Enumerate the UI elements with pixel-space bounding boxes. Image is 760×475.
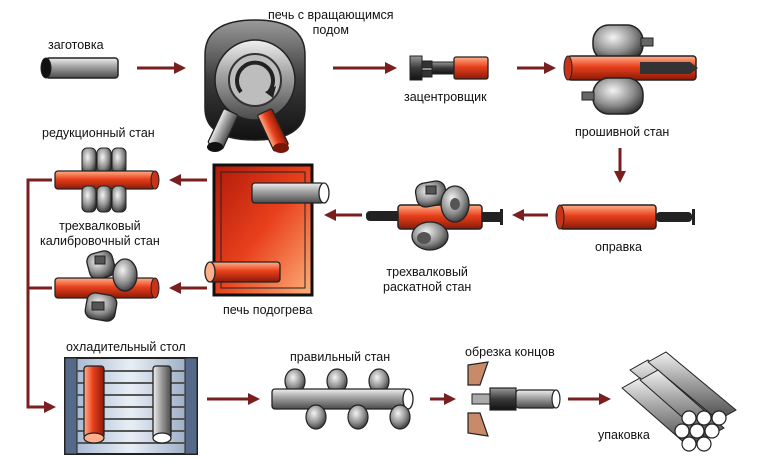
- arrow-piercing-down: [614, 148, 626, 183]
- label-mandrel: оправка: [595, 240, 642, 254]
- flow-arrows: [26, 62, 626, 413]
- label-sizing-mill: трехвалковый калибровочный стан: [40, 219, 160, 248]
- label-straightening-mill: правильный стан: [290, 350, 391, 364]
- straightening-bottom-rolls: [305, 404, 411, 430]
- arrow-furnace-to-centering: [333, 62, 397, 74]
- straightening-top-rolls: [284, 368, 390, 394]
- billet-graphic: [40, 57, 119, 79]
- arrow-reheat-to-reducing: [169, 174, 207, 186]
- furnace-output-tube: [257, 108, 289, 153]
- rolling-right-roll: [440, 185, 470, 223]
- arrow-billet-to-furnace: [137, 62, 186, 74]
- centering-graphic: [409, 55, 489, 81]
- cooling-table-graphic: [64, 357, 198, 455]
- label-rotary-furnace: печь с вращающимся подом: [268, 8, 394, 37]
- arrow-cut-to-pack: [568, 393, 611, 405]
- sizing-top-roll: [86, 250, 116, 280]
- end-cutting-graphic: [467, 361, 561, 437]
- sizing-mill-graphic: [54, 250, 160, 322]
- label-billet: заготовка: [48, 38, 104, 52]
- label-end-cutting: обрезка концов: [465, 345, 555, 359]
- rolling-bottom-roll: [411, 221, 449, 251]
- label-packing: упаковка: [598, 428, 650, 442]
- reducing-mill-graphic: [54, 147, 160, 213]
- packing-graphic: [621, 351, 737, 452]
- furnace-input-tube: [207, 108, 239, 152]
- piercing-mill-graphic: [563, 24, 698, 115]
- rolling-mill-graphic: [366, 180, 503, 251]
- pipe-ends: [674, 410, 727, 452]
- arrow-centering-to-piercing: [517, 62, 556, 74]
- piercing-lower-roll: [581, 77, 644, 115]
- label-cooling-table: охладительный стол: [66, 340, 186, 354]
- arrow-reheat-to-sizing: [169, 282, 207, 294]
- arrow-bypass-line: [26, 178, 56, 413]
- arrow-straight-to-cut: [430, 393, 456, 405]
- label-reducing-mill: редукционный стан: [42, 126, 155, 140]
- arrow-cool-to-straight: [207, 393, 260, 405]
- reducing-top-rolls: [81, 147, 127, 175]
- sizing-bottom-roll: [84, 292, 118, 322]
- rotary-furnace-graphic: [204, 19, 306, 153]
- reheating-furnace-graphic: [204, 163, 330, 297]
- straightening-mill-graphic: [271, 368, 414, 430]
- reducing-bottom-rolls: [81, 185, 127, 213]
- mandrel-graphic: [555, 204, 695, 230]
- label-rolling-mill: трехвалковый раскатной стан: [383, 265, 472, 294]
- label-reheating-furnace: печь подогрева: [223, 303, 313, 317]
- label-centering: зацентровщик: [404, 90, 487, 104]
- label-piercing-mill: прошивной стан: [575, 125, 670, 139]
- arrow-mandrel-to-rolling: [512, 209, 548, 221]
- arrow-rolling-to-reheat: [324, 209, 362, 221]
- sizing-right-roll: [112, 258, 138, 292]
